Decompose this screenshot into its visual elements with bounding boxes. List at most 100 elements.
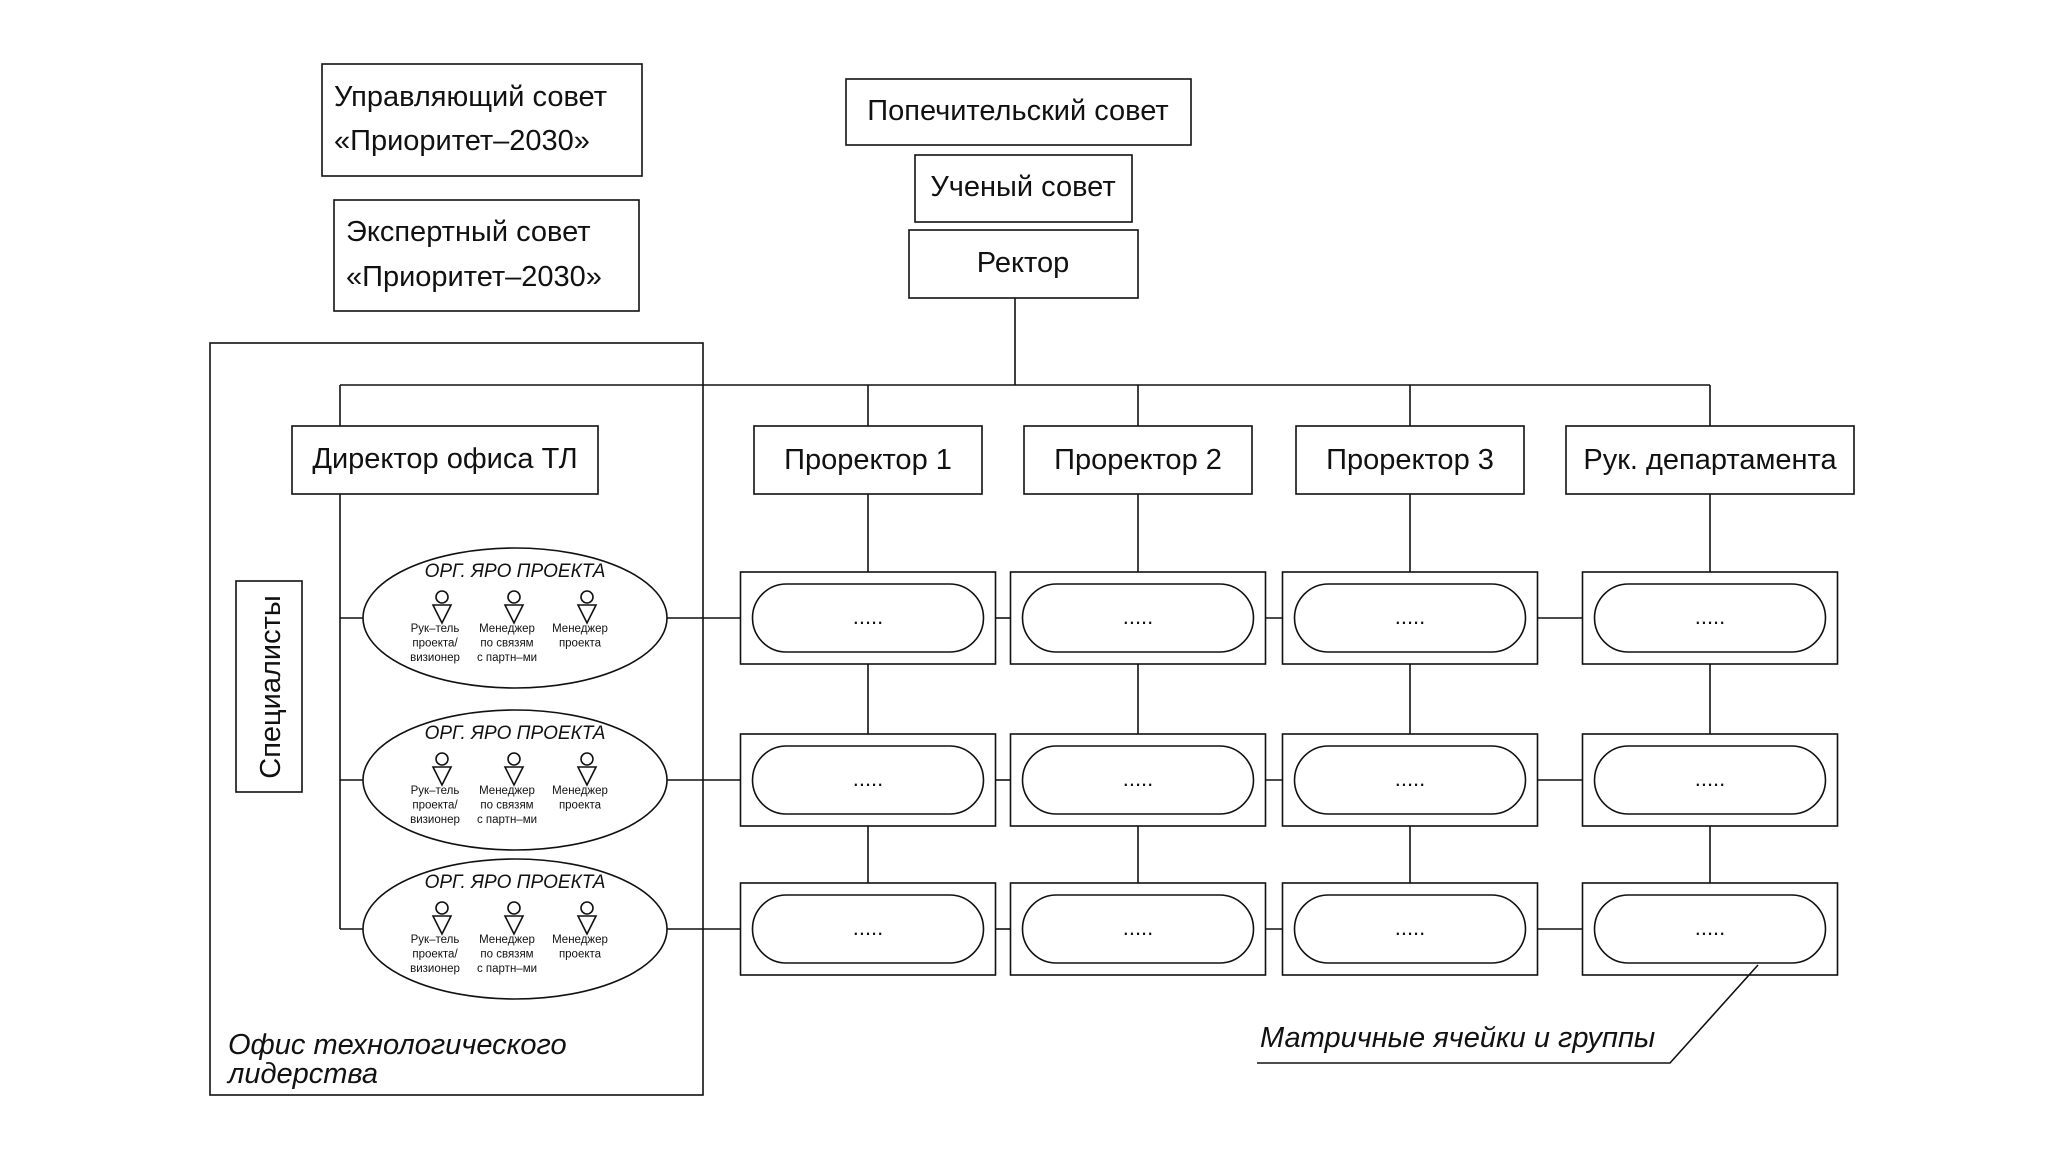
academic-council-box	[914, 154, 1133, 223]
person-body-icon	[576, 915, 598, 936]
matrix-cell-pill	[1021, 583, 1255, 653]
person-icon	[507, 590, 521, 604]
matrix-cell-label: .....	[1123, 915, 1154, 940]
matrix-cell: .....	[1581, 882, 1839, 976]
project-core-role-text: по связям	[480, 638, 533, 650]
project-core-role-text: визионер	[410, 652, 460, 664]
column-head-label: Рук. департамента	[1583, 444, 1837, 476]
vice-rector-columns: Проректор 1...............Проректор 2...…	[739, 385, 1855, 976]
project-core-role-text: Рук–тель	[411, 785, 460, 797]
column-head-label: Проректор 2	[1054, 444, 1222, 476]
column-head-box	[753, 425, 983, 495]
project-core-role-text: проекта/	[412, 949, 458, 961]
person-body-icon	[431, 604, 453, 625]
person-body-icon	[503, 915, 525, 936]
project-core-role-text: с партн–ми	[477, 652, 537, 664]
project-core-role-text: Менеджер	[479, 785, 535, 797]
matrix-cell-pill	[751, 583, 985, 653]
matrix-caption-leader	[1257, 964, 1759, 1064]
academic-council-label: Ученый совет	[930, 171, 1115, 203]
expert-board-line-2: «Приоритет–2030»	[346, 261, 602, 293]
column-head-label: Проректор 3	[1326, 444, 1494, 476]
person-icon	[580, 590, 594, 604]
matrix-cell-label: .....	[1695, 766, 1726, 791]
managing-board-box	[321, 63, 643, 177]
matrix-cell: .....	[1009, 733, 1267, 827]
expert-board-line-1: Экспертный совет	[346, 216, 591, 248]
person-icon	[435, 752, 449, 766]
office-director-label: Директор офиса ТЛ	[312, 443, 577, 475]
specialists-box	[235, 580, 303, 793]
project-core-role-text: проекта	[559, 800, 602, 812]
project-core-role-text: проекта	[559, 949, 602, 961]
person-body-icon	[503, 766, 525, 787]
project-core-role-text: Рук–тель	[411, 623, 460, 635]
matrix-cell: .....	[739, 733, 997, 827]
managing-board-line-1: Управляющий совет	[334, 81, 607, 113]
person-body-icon	[431, 915, 453, 936]
matrix-cell: .....	[1281, 571, 1539, 665]
matrix-cell-label: .....	[1123, 604, 1154, 629]
column-2: Проректор 2...............	[1009, 385, 1283, 976]
project-core-title: ОРГ. ЯРО ПРОЕКТА	[425, 561, 606, 582]
matrix-cell-pill	[1293, 583, 1527, 653]
matrix-cell: .....	[1009, 882, 1267, 976]
column-head-box	[1023, 425, 1253, 495]
trustee-board-box	[845, 78, 1192, 146]
person-body-icon	[503, 604, 525, 625]
matrix-cell: .....	[1581, 571, 1839, 665]
project-core-oval-2: ОРГ. ЯРО ПРОЕКТАРук–тельпроекта/визионер…	[340, 709, 752, 851]
matrix-cell: .....	[1281, 882, 1539, 976]
matrix-cell: .....	[1281, 733, 1539, 827]
matrix-cell-label: .....	[1395, 766, 1426, 791]
column-head-box	[1295, 425, 1525, 495]
managing-board-line-2: «Приоритет–2030»	[334, 125, 590, 157]
rector-label: Ректор	[977, 247, 1069, 279]
matrix-cell-pill	[1593, 894, 1827, 964]
person-body-icon	[431, 766, 453, 787]
matrix-cell: .....	[739, 882, 997, 976]
person-body-icon	[576, 766, 598, 787]
matrix-cell: .....	[1581, 733, 1839, 827]
project-core-ovals: ОРГ. ЯРО ПРОЕКТА Рук–тель проекта/визионер…	[340, 547, 752, 1000]
project-core-role-text: визионер	[410, 963, 460, 975]
project-core-role-text: проекта/	[412, 800, 458, 812]
matrix-cell-label: .....	[1695, 915, 1726, 940]
specialists-label: Специалисты	[255, 595, 287, 778]
person-icon	[507, 901, 521, 915]
project-core-role-text: по связям	[480, 800, 533, 812]
column-3: Проректор 3...............	[1281, 385, 1583, 976]
managing-board: Управляющий совет «Приоритет–2030»	[321, 63, 643, 177]
column-head-label: Проректор 1	[784, 444, 952, 476]
office-director-box	[291, 425, 599, 495]
trustee-board-label: Попечительский совет	[867, 95, 1168, 127]
project-core-title: ОРГ. ЯРО ПРОЕКТА	[425, 723, 606, 744]
expert-board: Экспертный совет «Приоритет–2030»	[333, 199, 640, 312]
matrix-cell-pill	[751, 894, 985, 964]
matrix-cell-label: .....	[853, 604, 884, 629]
expert-board-box	[333, 199, 640, 312]
column-1: Проректор 1...............	[739, 385, 1011, 976]
project-core-role-text: Менеджер	[552, 785, 608, 797]
person-body-icon	[576, 604, 598, 625]
rector: Ректор	[908, 229, 1139, 299]
matrix-cell-label: .....	[1395, 915, 1426, 940]
office-caption-line-1: Офис технологического	[228, 1029, 567, 1061]
person-icon	[580, 752, 594, 766]
office-caption-line-2: лидерства	[226, 1058, 378, 1090]
project-core-title: ОРГ. ЯРО ПРОЕКТА	[425, 872, 606, 893]
project-core-oval-1: ОРГ. ЯРО ПРОЕКТА Рук–тель проекта/визионер…	[340, 547, 752, 689]
project-core-role-text: проекта/	[412, 638, 458, 650]
project-core-role-text: Менеджер	[552, 934, 608, 946]
person-icon	[580, 901, 594, 915]
tech-leadership-office-frame	[209, 342, 704, 1096]
matrix-cell-pill	[751, 745, 985, 815]
matrix-cell-label: .....	[853, 915, 884, 940]
person-icon	[507, 752, 521, 766]
project-core-role-text: Менеджер	[479, 623, 535, 635]
matrix-cell-pill	[1293, 745, 1527, 815]
project-core-role-text: Менеджер	[552, 623, 608, 635]
project-core-role-text: проекта	[559, 638, 602, 650]
person-icon	[435, 901, 449, 915]
project-core-oval-3: ОРГ. ЯРО ПРОЕКТАРук–тельпроекта/визионер…	[340, 858, 752, 1000]
